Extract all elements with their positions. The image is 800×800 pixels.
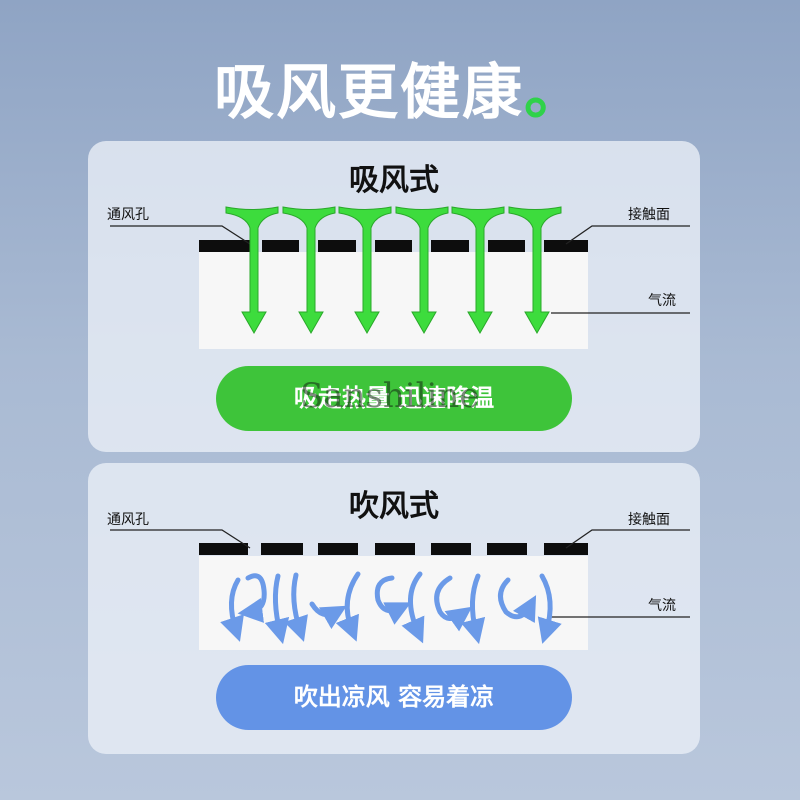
surface-bar [375,240,412,252]
surface-bar [488,240,525,252]
surface-bar [262,240,299,252]
suction-panel-title: 吸风式 [349,163,439,198]
down-arrow-icon [508,206,562,335]
surface-bar [375,543,415,555]
swirl-arrow-icon [335,571,361,642]
surface-label: 接触面 [628,207,670,223]
swirl-arrow-icon [264,573,290,645]
down-arrow-icon [338,206,392,335]
headline-dot: 。 [524,58,586,128]
vent-leader-line [110,529,690,618]
surface-bar [199,543,248,555]
watermark-text: Sanshiline [300,376,480,416]
swirl-arrow-icon [284,572,308,642]
vent-label: 通风孔 [107,512,149,528]
surface-bar [199,240,250,252]
airflow-label: 气流 [648,293,676,309]
swirl-arrow-icon [537,573,562,644]
swirl-arrow-icon [237,573,267,623]
suction-airflow-arrows [225,206,562,335]
down-arrow-icon [282,206,336,335]
surface-bar [261,543,303,555]
down-arrow-icon [451,206,505,335]
surface-bar [318,543,358,555]
swirl-arrow-icon [309,601,347,630]
headline: 吸风更健康。 [0,44,800,128]
surface-bar [431,240,469,252]
vent-label: 通风孔 [107,207,149,223]
swirl-arrow-icon [220,577,244,642]
blowing-drawback-pill: 吹出凉风 容易着凉 [216,665,572,730]
surface-bar [544,543,588,555]
suction-benefit-pill: 吸走热量 迅速降温 [216,366,572,431]
surface-bar [431,543,471,555]
down-arrow-icon [225,206,279,335]
surface-bar [318,240,356,252]
swirl-airflow-arrows [220,571,562,645]
headline-text: 吸风更健康 [214,58,524,128]
swirl-arrow-icon [460,573,486,645]
down-arrow-icon [395,206,449,335]
surface-label: 接触面 [628,512,670,528]
suction-airflow-area [199,252,588,349]
swirl-arrow-icon [401,571,425,644]
surface-bar [487,543,527,555]
vent-leader-line [110,225,690,314]
airflow-label: 气流 [648,598,676,614]
blowing-panel-title: 吹风式 [349,489,439,524]
surface-bar [544,240,588,252]
swirl-arrow-icon [498,577,537,623]
swirl-arrow-icon [374,575,412,625]
swirl-arrow-icon [434,575,473,632]
